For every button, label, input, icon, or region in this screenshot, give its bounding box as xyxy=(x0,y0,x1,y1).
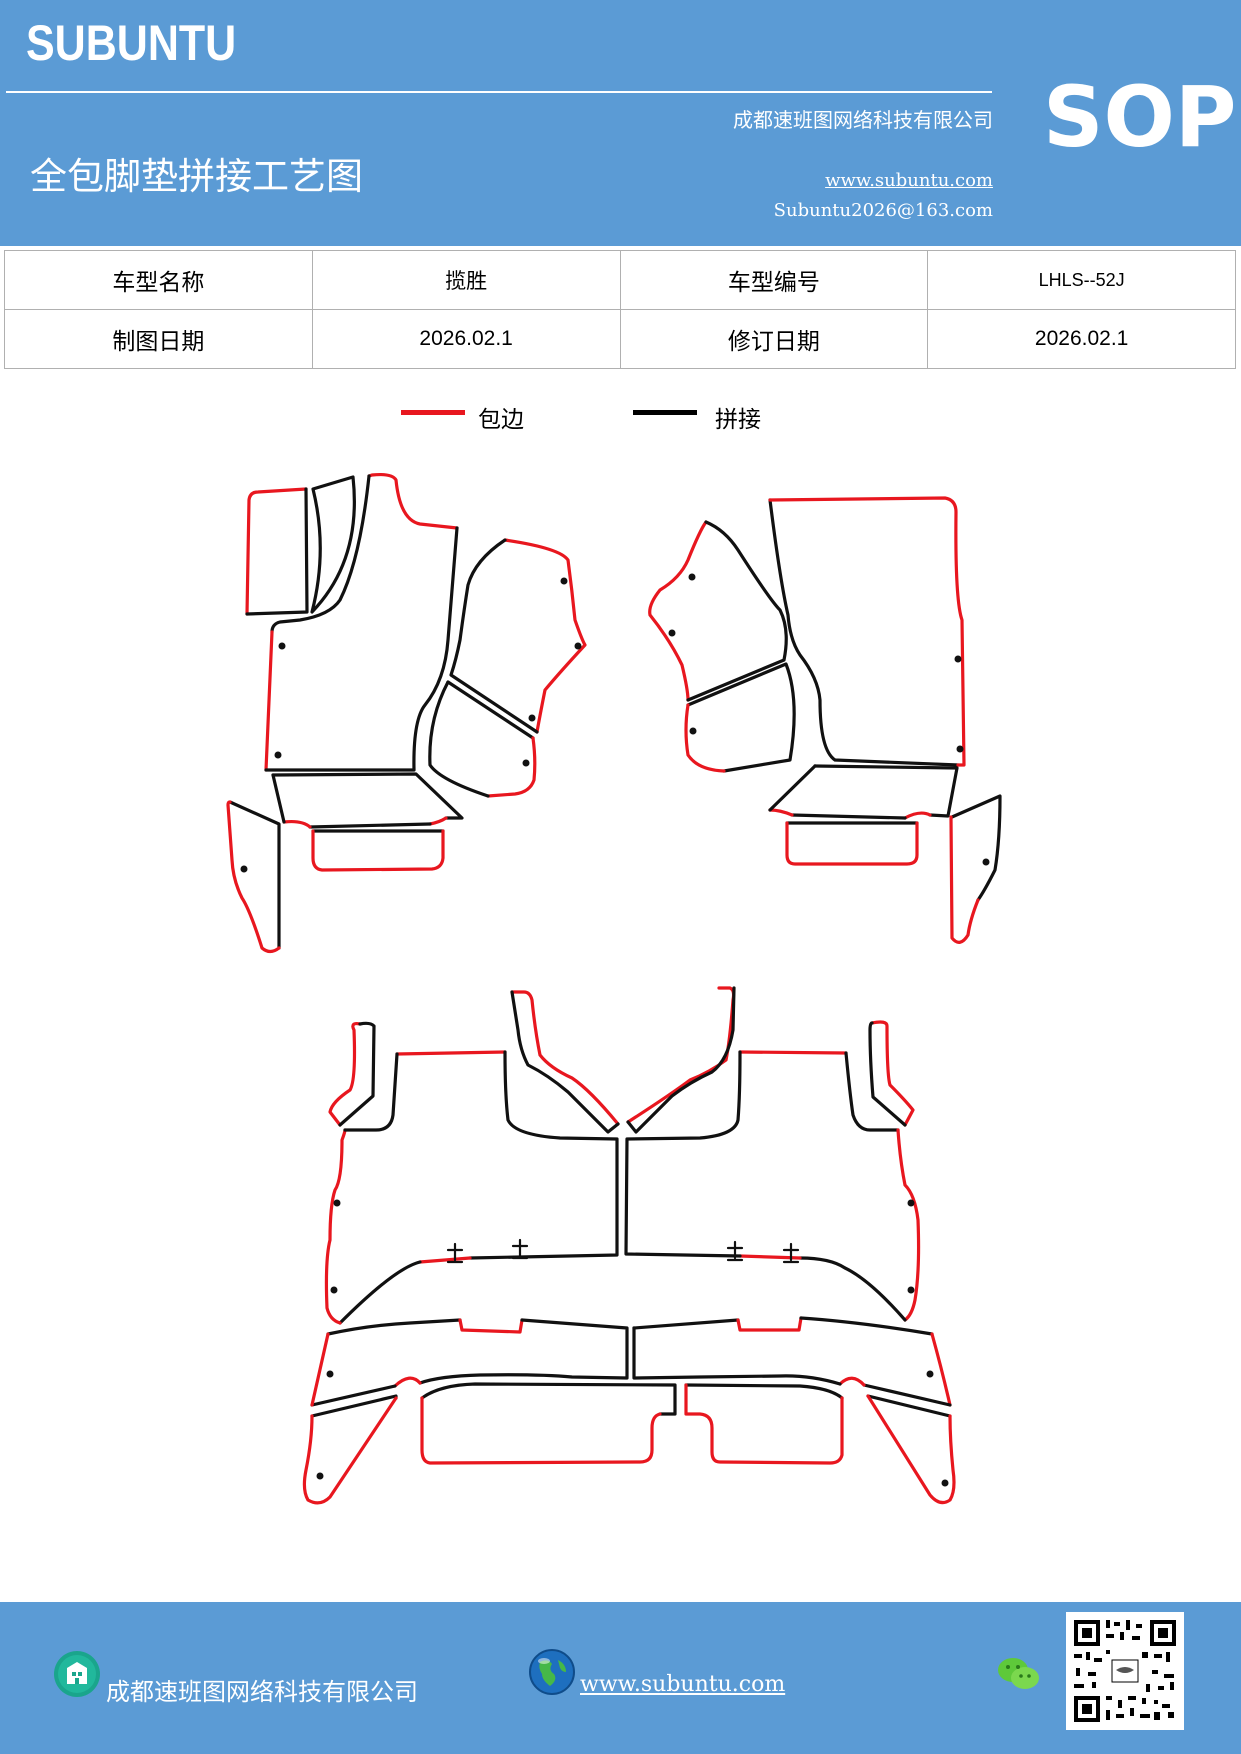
model-name-value: 揽胜 xyxy=(311,250,621,310)
legend: 包边 拼接 xyxy=(0,400,1241,440)
sop-badge: SOP xyxy=(1043,68,1237,166)
draw-date-value: 2026.02.1 xyxy=(311,309,621,369)
legend-seam-swatch xyxy=(633,410,697,415)
model-name-label: 车型名称 xyxy=(4,250,313,310)
table-row: 制图日期 2026.02.1 修订日期 2026.02.1 xyxy=(4,309,1236,369)
floor-mat-diagram xyxy=(226,472,1002,1505)
legend-seam-label: 拼接 xyxy=(715,407,761,433)
mat-piece-front-left xyxy=(226,472,587,954)
table-row: 车型名称 揽胜 车型编号 LHLS--52J xyxy=(4,250,1236,310)
qr-code[interactable] xyxy=(1066,1612,1184,1730)
legend-edge-swatch xyxy=(401,410,465,415)
globe-icon xyxy=(529,1649,575,1695)
footer-company-name: 成都速班图网络科技有限公司 xyxy=(106,1678,418,1706)
page-title: 全包脚垫拼接工艺图 xyxy=(30,155,363,198)
email-address: Subuntu2026@163.com xyxy=(773,200,993,221)
model-code-value: LHLS--52J xyxy=(927,250,1236,310)
draw-date-label: 制图日期 xyxy=(4,309,313,369)
company-name: 成都速班图网络科技有限公司 xyxy=(733,108,993,132)
page-footer: 成都速班图网络科技有限公司 www.subuntu.com xyxy=(0,1602,1241,1754)
header-divider xyxy=(6,91,992,93)
website-link[interactable]: www.subuntu.com xyxy=(825,170,993,191)
qr-code-pattern xyxy=(1074,1620,1176,1722)
page-header: SUBUNTU 成都速班图网络科技有限公司 全包脚垫拼接工艺图 www.subu… xyxy=(0,0,1241,246)
revision-date-label: 修订日期 xyxy=(619,309,929,369)
model-code-label: 车型编号 xyxy=(619,250,929,310)
revision-date-value: 2026.02.1 xyxy=(927,309,1236,369)
mat-piece-rear xyxy=(302,986,956,1505)
legend-edge-label: 包边 xyxy=(478,407,524,433)
footer-website-link[interactable]: www.subuntu.com xyxy=(580,1672,786,1697)
building-icon xyxy=(54,1651,100,1697)
brand-logo: SUBUNTU xyxy=(26,15,237,71)
vehicle-info-table: 车型名称 揽胜 车型编号 LHLS--52J 制图日期 2026.02.1 修订… xyxy=(4,250,1236,369)
mat-piece-front-right xyxy=(648,496,1002,944)
wechat-icon[interactable] xyxy=(996,1654,1042,1694)
